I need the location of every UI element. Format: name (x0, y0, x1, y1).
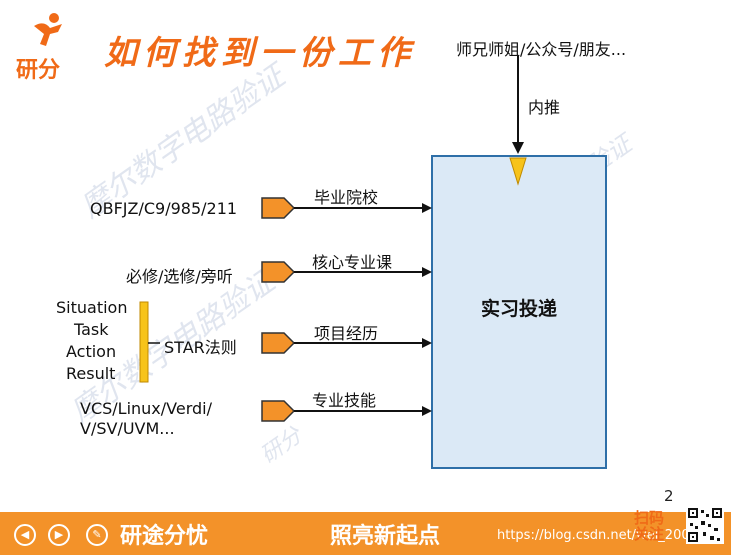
bottom-bar (0, 512, 731, 555)
slide-title: 如何找到一份工作 (104, 33, 416, 72)
referral-label: 内推 (528, 98, 561, 117)
runner-logo-icon (34, 13, 62, 46)
star-item-result: Result (66, 364, 116, 383)
center-box (431, 155, 607, 469)
pen-tool-button[interactable]: ✎ (86, 524, 108, 546)
bottom-center-text: 照亮新起点 (330, 524, 441, 549)
arrow-label-3: 项目经历 (314, 324, 379, 343)
input-row-4 (261, 400, 432, 422)
pentagon-marker (261, 400, 296, 422)
star-item-action: Action (66, 342, 117, 361)
slide-canvas (0, 0, 731, 520)
page-number: 2 (664, 487, 674, 505)
flow-diagram (139, 56, 607, 469)
input-left-text-4b: V/SV/UVM... (80, 419, 175, 438)
referral-arrow-head (512, 142, 524, 154)
arrow-label-1: 毕业院校 (314, 188, 379, 207)
pentagon-marker (261, 332, 296, 354)
input-arrow-head (422, 203, 432, 213)
input-arrow-head (422, 267, 432, 277)
star-item-task: Task (74, 320, 109, 339)
scan-qr-text: 扫码关注 (634, 509, 665, 543)
input-row-1 (261, 197, 432, 219)
bottom-left-text: 研途分忧 (120, 524, 209, 549)
input-row-3 (261, 332, 432, 354)
logo-text: 研分 (16, 58, 61, 83)
star-item-situation: Situation (56, 298, 128, 317)
entry-triangle (509, 157, 527, 186)
input-left-text-4: VCS/Linux/Verdi/ (80, 399, 212, 418)
qr-code-icon (686, 506, 724, 544)
input-arrow-head (422, 338, 432, 348)
arrow-label-4: 专业技能 (312, 391, 377, 410)
input-arrow-head (422, 406, 432, 416)
input-left-text-2: 必修/选修/旁听 (126, 267, 233, 286)
star-bracket (139, 301, 149, 383)
input-row-2 (261, 261, 432, 283)
prev-slide-button[interactable]: ◀ (14, 524, 36, 546)
pentagon-marker (261, 261, 296, 283)
center-box-label: 实习投递 (480, 298, 557, 320)
top-source-label: 师兄师姐/公众号/朋友... (456, 40, 627, 59)
arrow-label-2: 核心专业课 (312, 253, 393, 272)
input-left-text-1: QBFJZ/C9/985/211 (90, 199, 238, 218)
pentagon-marker (261, 197, 296, 219)
input-left-text-3: STAR法则 (164, 338, 237, 357)
source-url: https://blog.csdn.net/wei_2000 (497, 528, 698, 543)
next-slide-button[interactable]: ▶ (48, 524, 70, 546)
